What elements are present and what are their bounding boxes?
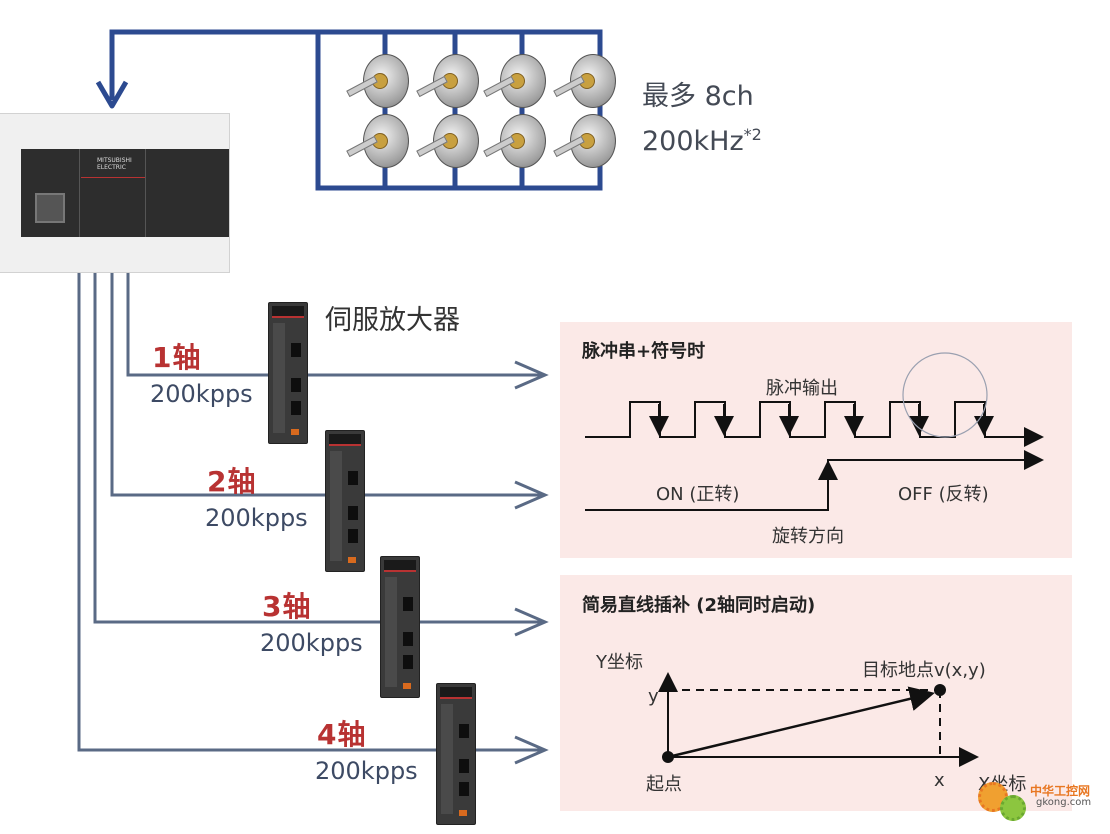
encoder-icon-3 (483, 54, 546, 108)
off-reverse-label: OFF (反转) (898, 484, 989, 505)
encoder-freq-label: 200kHz*2 (642, 125, 762, 157)
y-axis-label: Y坐标 (596, 652, 643, 673)
servo-amp-4 (436, 683, 476, 825)
axis-3-rate: 200kpps (260, 629, 363, 657)
servo-amp-1 (268, 302, 308, 444)
axis-2-name: 2轴 (207, 465, 257, 498)
x-value-mark: x (934, 770, 945, 791)
axis-2-rate: 200kpps (205, 504, 308, 532)
servo-amp-label: 伺服放大器 (325, 305, 460, 336)
pulse-output-label: 脉冲输出 (766, 378, 838, 399)
origin-point (662, 751, 674, 763)
servo-amp-2 (325, 430, 365, 572)
encoder-icon-7 (483, 114, 546, 168)
axis-1-name: 1轴 (152, 341, 202, 374)
encoder-icon-4 (553, 54, 616, 108)
axis-1-rate: 200kpps (150, 380, 253, 408)
pulse-panel-title: 脉冲串+符号时 (582, 341, 706, 362)
rotation-direction-label: 旋转方向 (772, 526, 844, 547)
encoder-return-arrow (95, 80, 129, 109)
pulse-waveform (585, 401, 1044, 447)
encoder-icon-8 (553, 114, 616, 168)
watermark-line2: gkong.com (1036, 797, 1092, 808)
encoder-count-label: 最多 8ch (642, 81, 754, 112)
encoder-icon-2 (416, 54, 479, 108)
encoder-icon-1 (346, 54, 409, 108)
gear-logo-icon-small (1000, 795, 1026, 821)
target-point (934, 684, 946, 696)
interp-axes (658, 672, 979, 767)
ethernet-port-icon (35, 193, 65, 223)
watermark-line1: 中华工控网 (1030, 784, 1091, 798)
direction-waveform (585, 450, 1044, 511)
encoder-bus-wire (109, 29, 603, 191)
encoder-icon-6 (416, 114, 479, 168)
origin-label: 起点 (646, 774, 682, 795)
interp-panel-title: 简易直线插补 (2轴同时启动) (582, 595, 816, 616)
encoder-icon-5 (346, 114, 409, 168)
axis-4-name: 4轴 (317, 718, 367, 751)
axis-4-rate: 200kpps (315, 757, 418, 785)
servo-amp-3 (380, 556, 420, 698)
target-point-label: 目标地点v(x,y) (862, 660, 986, 681)
on-forward-label: ON (正转) (656, 484, 740, 505)
y-value-mark: y (648, 686, 659, 707)
axis-3-name: 3轴 (262, 590, 312, 623)
pulse-highlight-circle (902, 352, 988, 438)
